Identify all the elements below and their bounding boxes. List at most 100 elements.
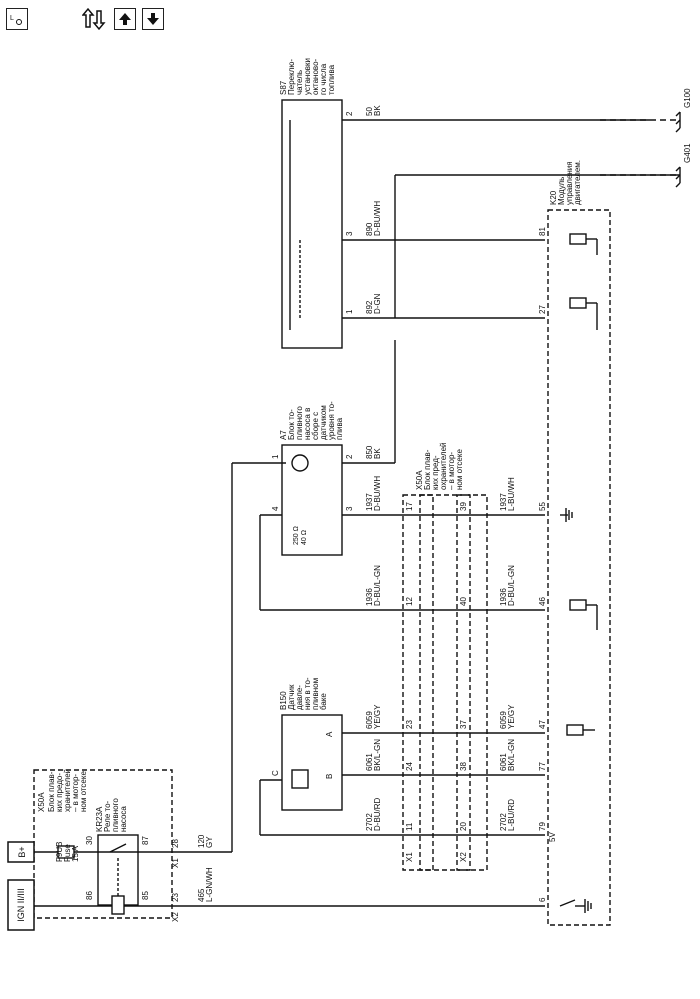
mid-l-12: 12 bbox=[405, 597, 414, 606]
location-glyph-l: L bbox=[10, 15, 14, 22]
k20-p6: 6 bbox=[538, 897, 547, 902]
b150-desc-0: Датчик bbox=[287, 684, 296, 710]
b-plus-label: B+ bbox=[17, 846, 27, 857]
mid-l-11: 11 bbox=[405, 822, 414, 831]
s87-desc-2: установки bbox=[303, 58, 312, 95]
s87-desc-5: топлива bbox=[327, 64, 336, 95]
k20-p46: 46 bbox=[538, 597, 547, 606]
x50a-left-name: X50A bbox=[37, 792, 46, 812]
mid-r-40: 40 bbox=[459, 597, 468, 606]
x50a-left-desc-3: – в мотор- bbox=[71, 774, 80, 812]
chassis-ground-icons bbox=[675, 111, 681, 188]
location-glyph: L bbox=[10, 15, 22, 25]
x50a-mid-desc-2: охранителей bbox=[439, 443, 448, 491]
conn-x2: X2 bbox=[171, 912, 180, 922]
relay-desc-1: пливного bbox=[111, 798, 120, 832]
w6061a: 6061 bbox=[365, 753, 374, 771]
mid-l-17: 17 bbox=[405, 502, 414, 511]
pin-87: 87 bbox=[141, 836, 150, 845]
pin-28: 28 bbox=[171, 839, 180, 848]
w6061bc: BK/L-GN bbox=[507, 739, 516, 771]
ign-label: IGN II/III bbox=[16, 888, 26, 922]
a7-r1: 250 Ω bbox=[293, 526, 300, 545]
s87-name: S87 bbox=[279, 80, 288, 95]
w892c: D-GN bbox=[373, 293, 382, 314]
relay-desc-2: насоса bbox=[119, 806, 128, 832]
signal-flow-icon[interactable] bbox=[82, 6, 110, 32]
mid-r-37: 37 bbox=[459, 720, 468, 729]
x50a-mid-x1 bbox=[402, 494, 434, 871]
w1936b: 1936 bbox=[499, 588, 508, 606]
s87-desc-3: октаново- bbox=[311, 58, 320, 95]
s87-pin3: 3 bbox=[345, 231, 354, 236]
x50a-left-desc-2: хранителей bbox=[63, 769, 72, 812]
fuse-word: Fuse bbox=[63, 844, 72, 862]
arrow-down-icon[interactable] bbox=[142, 8, 164, 30]
wire-465: 465 bbox=[197, 888, 206, 902]
s87-block bbox=[281, 99, 343, 349]
g401-label: G401 bbox=[683, 143, 692, 163]
mid-r-20: 20 bbox=[459, 822, 468, 831]
w850: 850 bbox=[365, 445, 374, 459]
arrow-up-icon[interactable] bbox=[114, 8, 136, 30]
location-icon[interactable]: L bbox=[6, 8, 28, 30]
w1937b: 1937 bbox=[499, 493, 508, 511]
toolbar: L bbox=[0, 0, 700, 40]
wire-120: 120 bbox=[197, 834, 206, 848]
w6061b: 6061 bbox=[499, 753, 508, 771]
w890c: D-BU/WH bbox=[373, 201, 382, 236]
k20-desc-0: Модуль bbox=[557, 177, 566, 205]
a7-desc-1: пливного bbox=[295, 406, 304, 440]
w892: 892 bbox=[365, 300, 374, 314]
s87-desc-1: чатель bbox=[295, 70, 304, 95]
k20-name: K20 bbox=[549, 190, 558, 205]
relay-desc-0: Реле то- bbox=[103, 800, 112, 832]
w1936ac: D-BU/L-GN bbox=[373, 565, 382, 606]
w1937ac: D-BU/WH bbox=[373, 476, 382, 511]
mid-l-23: 23 bbox=[405, 720, 414, 729]
x50a-mid-desc-4: ном отсеке bbox=[455, 449, 464, 490]
ign-box bbox=[7, 879, 35, 931]
mid-r-38: 38 bbox=[459, 762, 468, 771]
wire-465-color: L-GN/WH bbox=[205, 867, 214, 902]
a7-desc-6: плива bbox=[335, 417, 344, 440]
b-plus-box bbox=[7, 841, 35, 863]
a7-desc-4: датчиком bbox=[319, 405, 328, 440]
w850c: BK bbox=[373, 448, 382, 459]
w2702b: 2702 bbox=[499, 813, 508, 831]
w6061ac: BK/L-GN bbox=[373, 739, 382, 771]
a7-pin1: 1 bbox=[271, 454, 280, 459]
k20-block bbox=[547, 209, 611, 926]
x50a-mid-x2 bbox=[456, 494, 488, 871]
x50a-left-desc-0: Блок плав- bbox=[47, 771, 56, 812]
b150-desc-2: ния в то- bbox=[303, 677, 312, 710]
x50a-mid-desc-3: – в мотор- bbox=[447, 452, 456, 490]
signal-flow-glyph bbox=[82, 7, 106, 31]
w6059bc: YE/GY bbox=[507, 704, 516, 729]
fuse-rating: 15 A bbox=[71, 845, 80, 862]
a7-pin3: 3 bbox=[345, 506, 354, 511]
w1936a: 1936 bbox=[365, 588, 374, 606]
k20-p55: 55 bbox=[538, 502, 547, 511]
a7-r2: 40 Ω bbox=[301, 530, 308, 545]
x50a-mid-desc-1: ких пред- bbox=[431, 455, 440, 490]
location-glyph-circle bbox=[16, 19, 22, 25]
a7-pin4: 4 bbox=[271, 506, 280, 511]
s87-pin1: 1 bbox=[345, 309, 354, 314]
b150-block bbox=[281, 714, 343, 811]
w50c: BK bbox=[373, 105, 382, 116]
b150-desc-4: баке bbox=[319, 693, 328, 710]
pin-86: 86 bbox=[85, 891, 94, 900]
w6059ac: YE/GY bbox=[373, 704, 382, 729]
b150-pinA: A bbox=[325, 731, 334, 737]
mid-r-39: 39 bbox=[459, 502, 468, 511]
k20-p81: 81 bbox=[538, 227, 547, 236]
k20-p47: 47 bbox=[538, 720, 547, 729]
a7-desc-3: сборе с bbox=[311, 412, 320, 440]
k20-p77: 77 bbox=[538, 762, 547, 771]
x50a-left-desc-1: ких предо- bbox=[55, 773, 64, 812]
b150-desc-3: пливном bbox=[311, 678, 320, 710]
k20-desc-1: управления bbox=[565, 161, 574, 205]
w1937bc: L-BU/WH bbox=[507, 477, 516, 511]
w2702bc: L-BU/RD bbox=[507, 799, 516, 831]
